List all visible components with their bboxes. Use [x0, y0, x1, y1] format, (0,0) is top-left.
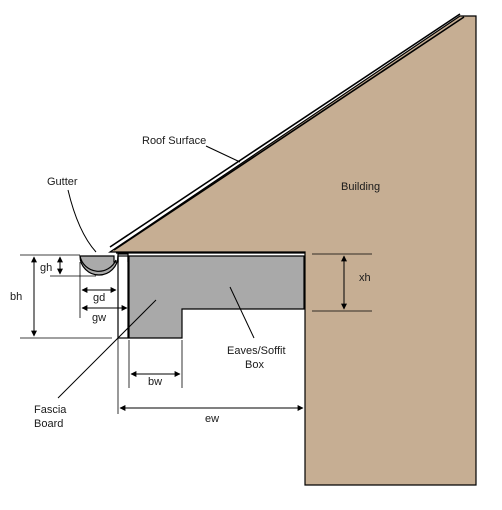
label-building: Building: [341, 181, 380, 193]
leader-fascia: [57, 299, 157, 399]
label-roof-surface: Roof Surface: [142, 135, 206, 147]
label-bw: bw: [148, 376, 162, 388]
label-fascia-line1: Fascia: [34, 404, 67, 416]
label-gd: gd: [93, 292, 105, 304]
gutter-shape: [79, 255, 119, 276]
fascia-board: [117, 255, 129, 339]
label-xh: xh: [359, 272, 371, 284]
label-fascia-line2: Board: [34, 418, 63, 430]
gutter-outline: [79, 255, 117, 272]
building-shape: [108, 15, 477, 486]
leader-roof-surface: [205, 145, 241, 163]
roof-surface-line-outer: [109, 13, 461, 248]
label-gh: gh: [40, 262, 52, 274]
label-bh: bh: [10, 291, 22, 303]
roof-surface-line-inner: [113, 16, 465, 251]
label-gw: gw: [92, 312, 106, 324]
label-ew: ew: [205, 413, 219, 425]
leader-gutter: [67, 189, 97, 253]
eaves-soffit-box: [128, 255, 305, 339]
label-gutter: Gutter: [47, 176, 78, 188]
leader-eaves-box: [229, 286, 255, 339]
label-eaves-line1: Eaves/Soffit: [227, 345, 286, 357]
label-eaves-line2: Box: [245, 359, 264, 371]
